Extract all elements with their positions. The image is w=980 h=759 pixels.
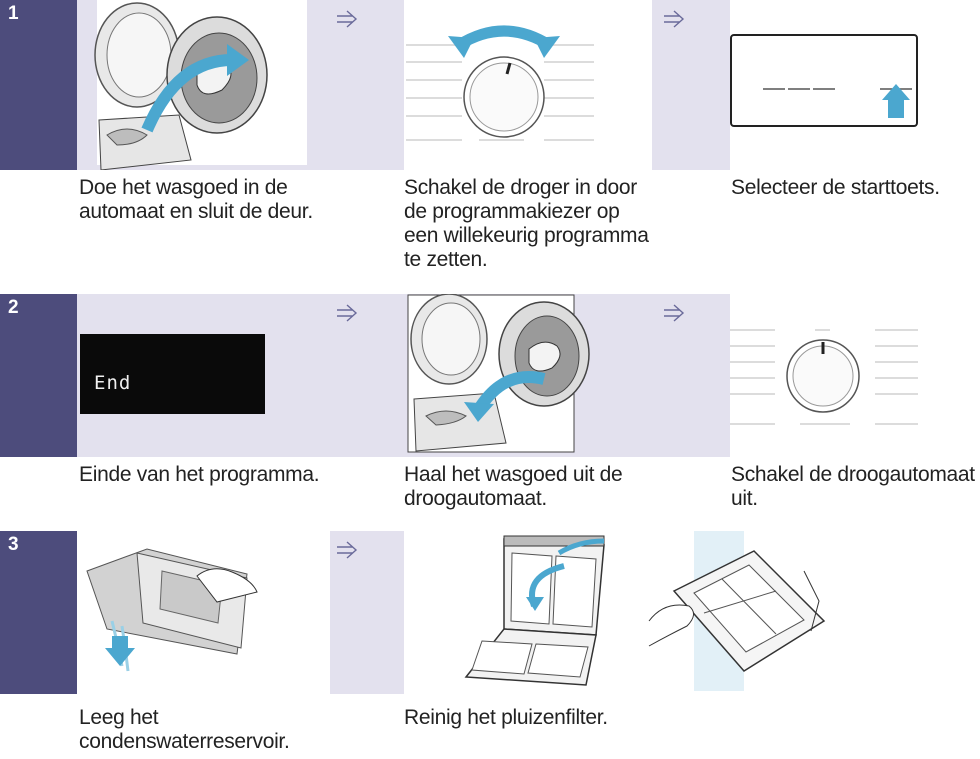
caption-line: condenswaterreservoir.	[79, 730, 290, 753]
step-1-caption-3: Selecteer de starttoets.	[731, 176, 940, 200]
step-1-marker: 1	[0, 0, 77, 170]
washer-unload-icon	[407, 294, 590, 453]
caption-line: droogautomaat.	[404, 487, 547, 510]
caption-line: Selecteer de starttoets.	[731, 176, 940, 199]
empty-reservoir-icon	[86, 548, 258, 672]
caption-line: te zetten.	[404, 248, 488, 271]
next-step-arrow-icon	[663, 304, 685, 322]
step-3-caption-1: Leeg het condenswaterreservoir.	[79, 706, 290, 754]
caption-line: Schakel de droogautomaat	[731, 463, 975, 486]
clean-filter-icon	[464, 531, 826, 691]
display-end-illustration: End	[77, 294, 330, 457]
step-1-number: 1	[8, 3, 19, 24]
step-2-caption-2: Haal het wasgoed uit de droogautomaat.	[404, 463, 623, 511]
step-3-number: 3	[8, 534, 19, 555]
next-step-arrow-icon	[336, 10, 358, 28]
caption-line: Einde van het programma.	[79, 463, 320, 486]
caption-line: Leeg het	[79, 706, 159, 729]
washer-unload-illustration	[404, 294, 652, 457]
step-2-number: 2	[8, 297, 19, 318]
caption-line: Schakel de droger in door	[404, 176, 637, 199]
display-end-icon: End	[80, 334, 265, 414]
next-step-arrow-icon	[663, 10, 685, 28]
next-step-arrow-icon	[336, 541, 358, 559]
step-1-caption-1: Doe het wasgoed in de automaat en sluit …	[79, 176, 313, 224]
washer-load-icon	[94, 0, 307, 170]
clean-filter-illustration	[404, 531, 980, 694]
caption-line: Haal het wasgoed uit de	[404, 463, 623, 486]
caption-line: automaat en sluit de deur.	[79, 200, 313, 223]
caption-line: de programmakiezer op	[404, 200, 620, 223]
caption-line: een willekeurig programma	[404, 224, 649, 247]
caption-line: Doe het wasgoed in de	[79, 176, 288, 199]
dial-off-illustration	[730, 294, 980, 457]
dial-turn-icon	[406, 25, 594, 141]
empty-reservoir-illustration	[77, 531, 330, 694]
dial-turn-illustration	[404, 0, 652, 170]
step-2-caption-3: Schakel de droogautomaat uit.	[731, 463, 975, 511]
next-step-arrow-icon	[336, 304, 358, 322]
step-2-marker: 2	[0, 294, 77, 457]
start-button-illustration	[730, 0, 980, 170]
step-3-caption-2: Reinig het pluizenfilter.	[404, 706, 608, 730]
washer-load-illustration	[77, 0, 330, 170]
start-button-icon	[730, 34, 918, 127]
step-2-caption-1: Einde van het programma.	[79, 463, 320, 487]
step-1-caption-2: Schakel de droger in door de programmaki…	[404, 176, 649, 272]
caption-line: Reinig het pluizenfilter.	[404, 706, 608, 729]
caption-line: uit.	[731, 487, 758, 510]
step-3-marker: 3	[0, 531, 77, 694]
display-text: End	[94, 372, 132, 394]
dial-off-icon	[730, 329, 918, 425]
